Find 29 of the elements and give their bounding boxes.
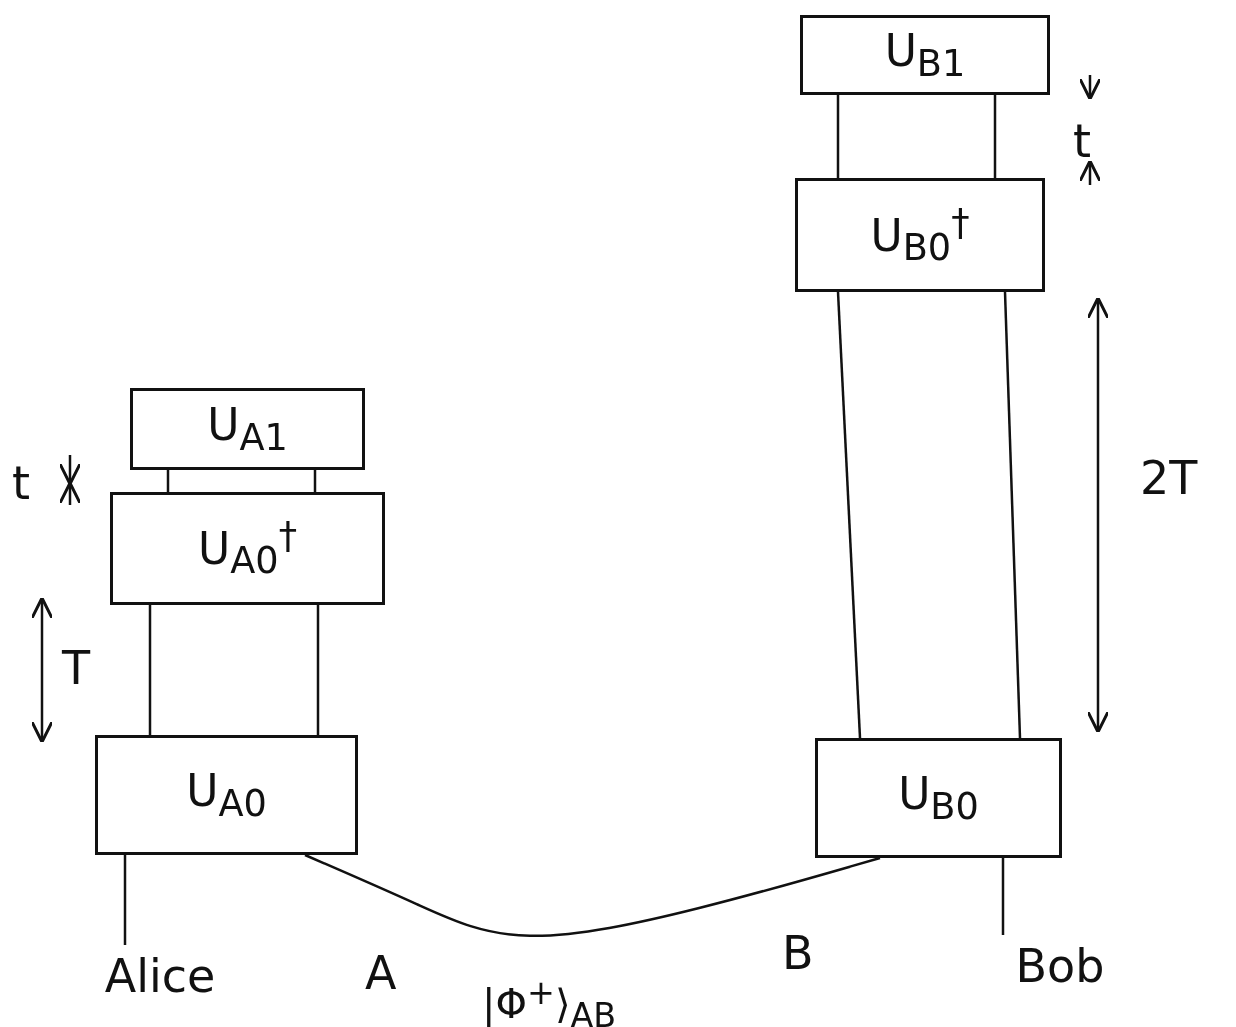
gate-box — [95, 735, 358, 855]
wire — [166, 470, 170, 492]
gate-box — [795, 178, 1045, 292]
wire — [1003, 291, 1022, 739]
wire — [836, 95, 840, 178]
dimension-label: T — [62, 645, 91, 691]
gate-box — [110, 492, 385, 605]
party-name: Alice — [104, 949, 216, 1003]
party-name: Bob — [1015, 939, 1105, 993]
wire — [313, 470, 317, 492]
wire — [1001, 858, 1005, 935]
gate-label: U$_{B1}$ — [884, 25, 966, 85]
wire — [148, 605, 152, 735]
gate-label: U$_{B0}$ — [898, 768, 979, 828]
gate-box — [130, 388, 365, 470]
gate-label: U$_{A1}$ — [207, 399, 288, 459]
wire — [836, 291, 862, 739]
entanglement-curve — [304, 853, 881, 938]
gate-box — [815, 738, 1062, 858]
wire — [316, 605, 320, 735]
wire-label: A — [365, 950, 397, 996]
wire-label: B — [782, 930, 814, 976]
wire — [993, 95, 997, 178]
wire — [123, 855, 127, 945]
dimension-label: 2T — [1140, 455, 1198, 501]
dimension-label: t — [1073, 118, 1092, 164]
dimension-label: t — [12, 460, 31, 506]
gate-label: U$_{A0}$ — [186, 765, 267, 825]
gate-box — [800, 15, 1050, 95]
